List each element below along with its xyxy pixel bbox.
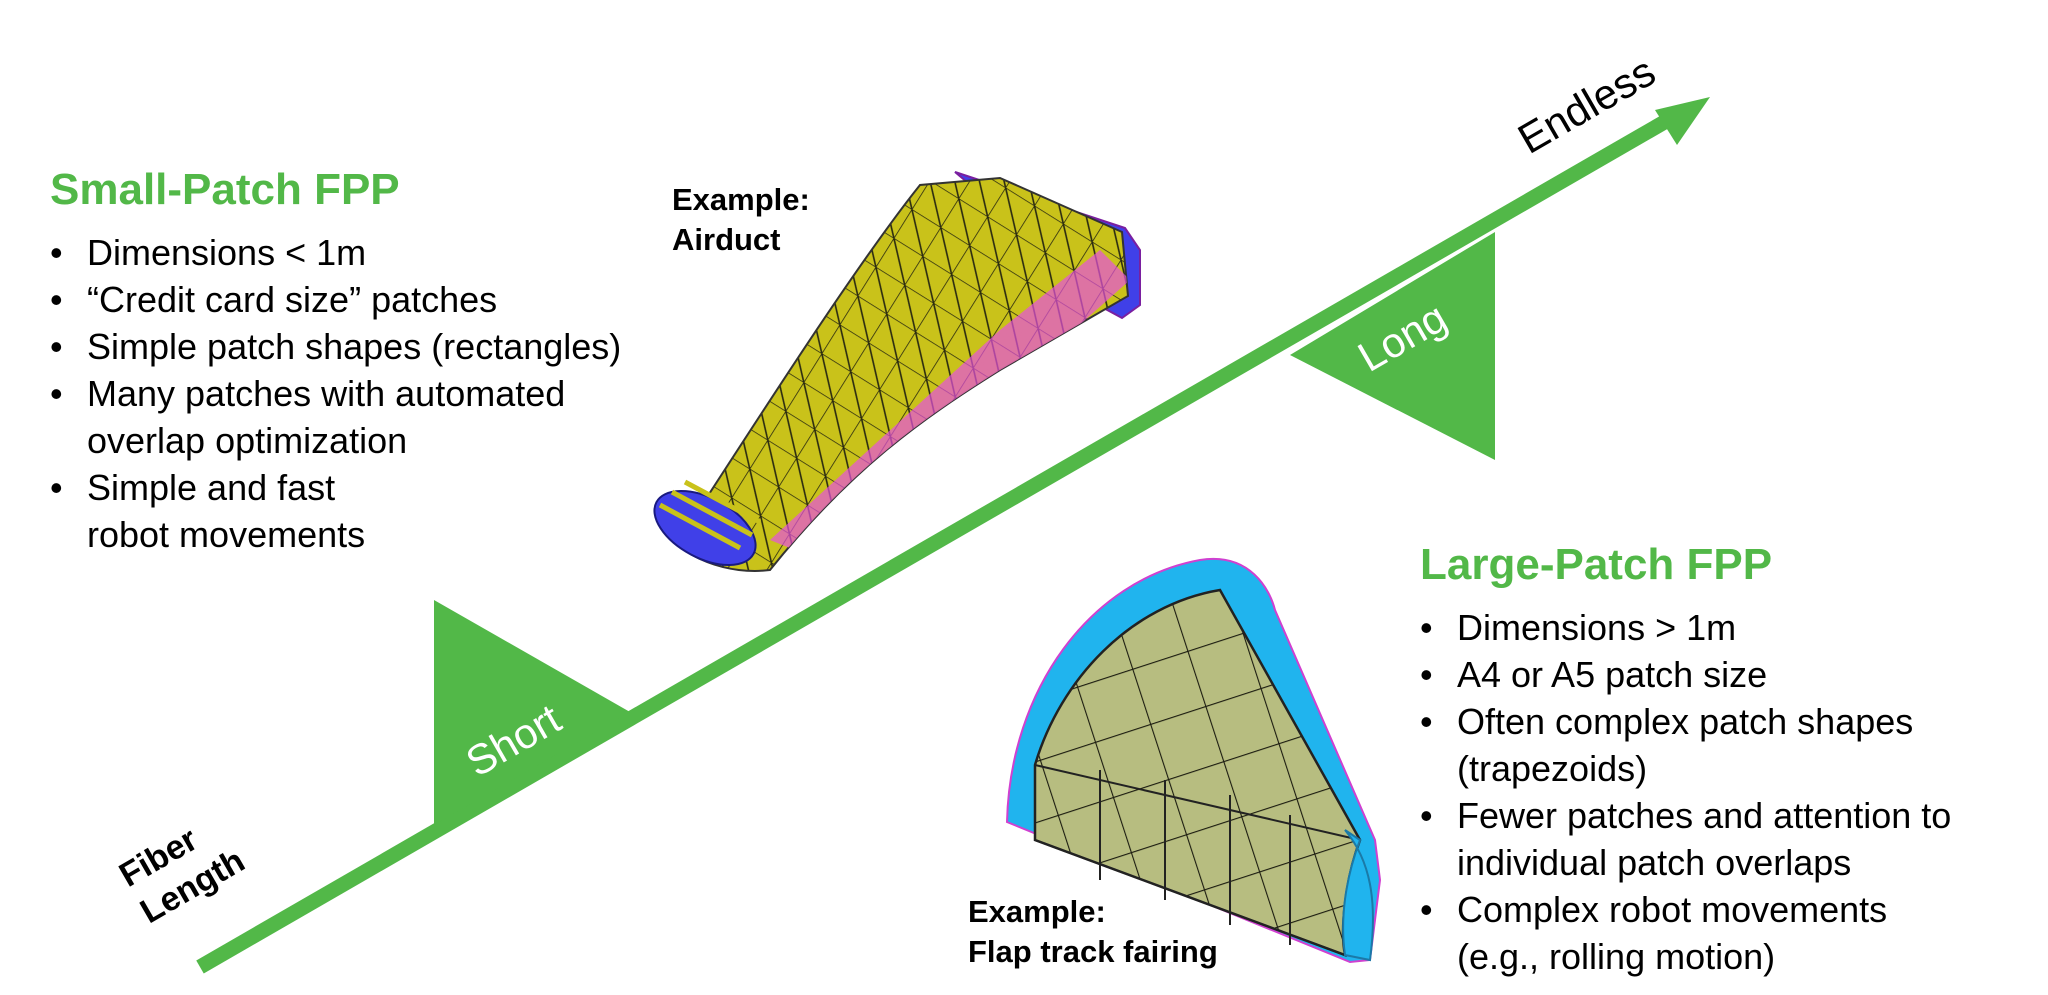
large-patch-bullet: A4 or A5 patch size <box>1420 651 2020 698</box>
axis-line <box>196 113 1672 974</box>
axis-arrowhead <box>1655 97 1710 145</box>
large-patch-list: Dimensions > 1m A4 or A5 patch size Ofte… <box>1420 604 2020 980</box>
large-patch-title: Large-Patch FPP <box>1420 540 1773 589</box>
small-patch-bullet: Dimensions < 1m <box>50 229 690 276</box>
large-patch-bullet: Fewer patches and attention to individua… <box>1420 792 2048 886</box>
example-fairing-line1: Example: <box>968 894 1106 929</box>
small-patch-title: Small-Patch FPP <box>50 165 400 214</box>
small-patch-bullet: Simple and fast robot movements <box>50 464 417 558</box>
example-fairing-line2: Flap track fairing <box>968 934 1218 969</box>
fairing-illustration <box>1005 557 1382 964</box>
fiber-length-axis <box>196 97 1710 974</box>
small-patch-bullet: Many patches with automated overlap opti… <box>50 370 677 464</box>
short-triangle <box>434 600 630 825</box>
example-airduct-label: Example: Airduct <box>672 180 810 260</box>
long-triangle <box>1290 232 1495 460</box>
example-airduct-line1: Example: <box>672 182 810 217</box>
large-patch-bullet: Dimensions > 1m <box>1420 604 2020 651</box>
example-airduct-line2: Airduct <box>672 222 781 257</box>
small-patch-bullet: “Credit card size” patches <box>50 276 690 323</box>
large-patch-bullet: Complex robot movements (e.g., rolling m… <box>1420 886 1937 980</box>
large-patch-bullet: Often complex patch shapes (trapezoids) <box>1420 698 1997 792</box>
small-patch-list: Dimensions < 1m “Credit card size” patch… <box>50 229 690 558</box>
example-fairing-label: Example: Flap track fairing <box>968 892 1218 972</box>
small-patch-bullet: Simple patch shapes (rectangles) <box>50 323 690 370</box>
